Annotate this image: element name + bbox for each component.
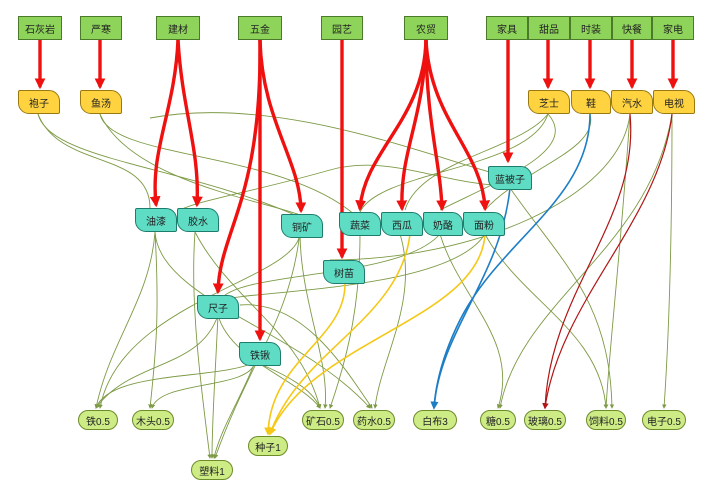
- main-edges: [34, 38, 679, 342]
- node-building-materials[interactable]: 建材: [156, 16, 200, 40]
- node-iron[interactable]: 铁0.5: [78, 410, 118, 430]
- node-soda[interactable]: 汽水: [611, 90, 653, 114]
- node-shoes[interactable]: 鞋: [571, 90, 611, 114]
- node-feed[interactable]: 饲料0.5: [586, 410, 626, 430]
- node-limestone[interactable]: 石灰岩: [18, 16, 62, 40]
- node-potion[interactable]: 药水0.5: [353, 410, 395, 430]
- node-glue[interactable]: 胶水: [177, 208, 219, 232]
- node-seeds[interactable]: 种子1: [248, 436, 288, 456]
- node-cheese-block[interactable]: 奶酪: [423, 212, 463, 236]
- node-shovel[interactable]: 铁锹: [239, 342, 281, 366]
- node-copper-ore[interactable]: 铜矿: [281, 214, 323, 238]
- node-farmers-market[interactable]: 农贸: [404, 16, 448, 40]
- node-television[interactable]: 电视: [653, 90, 695, 114]
- node-cheese[interactable]: 芝士: [528, 90, 570, 114]
- node-robe[interactable]: 袍子: [18, 90, 60, 114]
- node-severe-cold[interactable]: 严寒: [80, 16, 122, 40]
- node-white-cloth[interactable]: 白布3: [413, 410, 457, 430]
- node-vegetables[interactable]: 蔬菜: [339, 212, 381, 236]
- node-watermelon[interactable]: 西瓜: [381, 212, 423, 236]
- node-sugar[interactable]: 糖0.5: [480, 410, 516, 430]
- node-home-appliances[interactable]: 家电: [652, 16, 694, 40]
- node-plastic[interactable]: 塑料1: [191, 460, 233, 480]
- node-glass[interactable]: 玻璃0.5: [524, 410, 566, 430]
- node-electronics[interactable]: 电子0.5: [642, 410, 686, 430]
- node-furniture[interactable]: 家具: [486, 16, 528, 40]
- node-fast-food[interactable]: 快餐: [612, 16, 652, 40]
- thin-edges: [37, 112, 673, 459]
- node-hardware[interactable]: 五金: [238, 16, 282, 40]
- node-gardening[interactable]: 园艺: [321, 16, 363, 40]
- node-fish-soup[interactable]: 鱼汤: [80, 90, 122, 114]
- node-desserts[interactable]: 甜品: [528, 16, 570, 40]
- node-ruler[interactable]: 尺子: [197, 295, 239, 319]
- node-blue-quilt[interactable]: 蓝被子: [488, 166, 532, 190]
- node-fashion[interactable]: 时装: [570, 16, 612, 40]
- node-paint[interactable]: 油漆: [135, 208, 177, 232]
- node-ore[interactable]: 矿石0.5: [302, 410, 344, 430]
- node-wood[interactable]: 木头0.5: [132, 410, 174, 430]
- node-sapling[interactable]: 树苗: [323, 260, 365, 284]
- node-flour[interactable]: 面粉: [463, 212, 505, 236]
